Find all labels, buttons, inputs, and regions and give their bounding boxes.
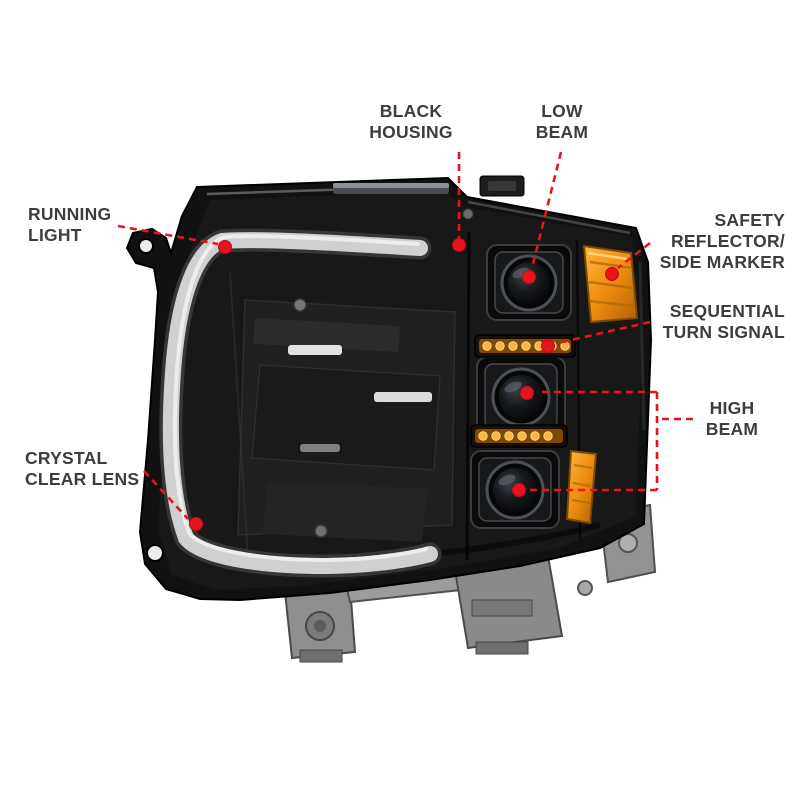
callout-lines [117, 151, 693, 520]
callout-dot-high-beam-middle [520, 386, 534, 400]
callout-dot-running-light [218, 240, 232, 254]
callout-label-safety-reflector-side-marker: SAFETY REFLECTOR/ SIDE MARKER [659, 210, 785, 272]
callout-dot-high-beam-bottom [512, 483, 526, 497]
side-marker-reflector-bottom [565, 449, 598, 525]
callout-label-high-beam: HIGH BEAM [705, 398, 759, 439]
callout-label-low-beam: LOW BEAM [535, 101, 589, 142]
callout-dot-safety-reflector [605, 267, 619, 281]
callout-line-safety-reflector [617, 241, 651, 270]
callout-label-sequential-turn-signal: SEQUENTIAL TURN SIGNAL [662, 301, 785, 342]
callout-line-low-beam [530, 151, 563, 269]
turn-signal-strip-lower [470, 424, 568, 448]
callout-dot-black-housing [452, 238, 466, 252]
callout-line-crystal-clear-lens [143, 470, 189, 520]
callout-label-running-light: RUNNING LIGHT [28, 204, 112, 245]
callout-dot-sequential-turn-signal [541, 339, 555, 353]
callout-label-black-housing: BLACK HOUSING [369, 101, 453, 142]
callout-dot-crystal-clear-lens [189, 517, 203, 531]
drl-light-bar [159, 228, 442, 578]
side-marker-reflector-top [582, 244, 639, 324]
callout-dots [189, 238, 619, 531]
callout-line-sequential-turn-signal [557, 320, 651, 345]
callout-label-crystal-clear-lens: CRYSTAL CLEAR LENS [25, 448, 140, 489]
callout-line-running-light [117, 224, 219, 246]
callout-line-high-beam [530, 390, 693, 492]
callout-dot-low-beam [522, 270, 536, 284]
